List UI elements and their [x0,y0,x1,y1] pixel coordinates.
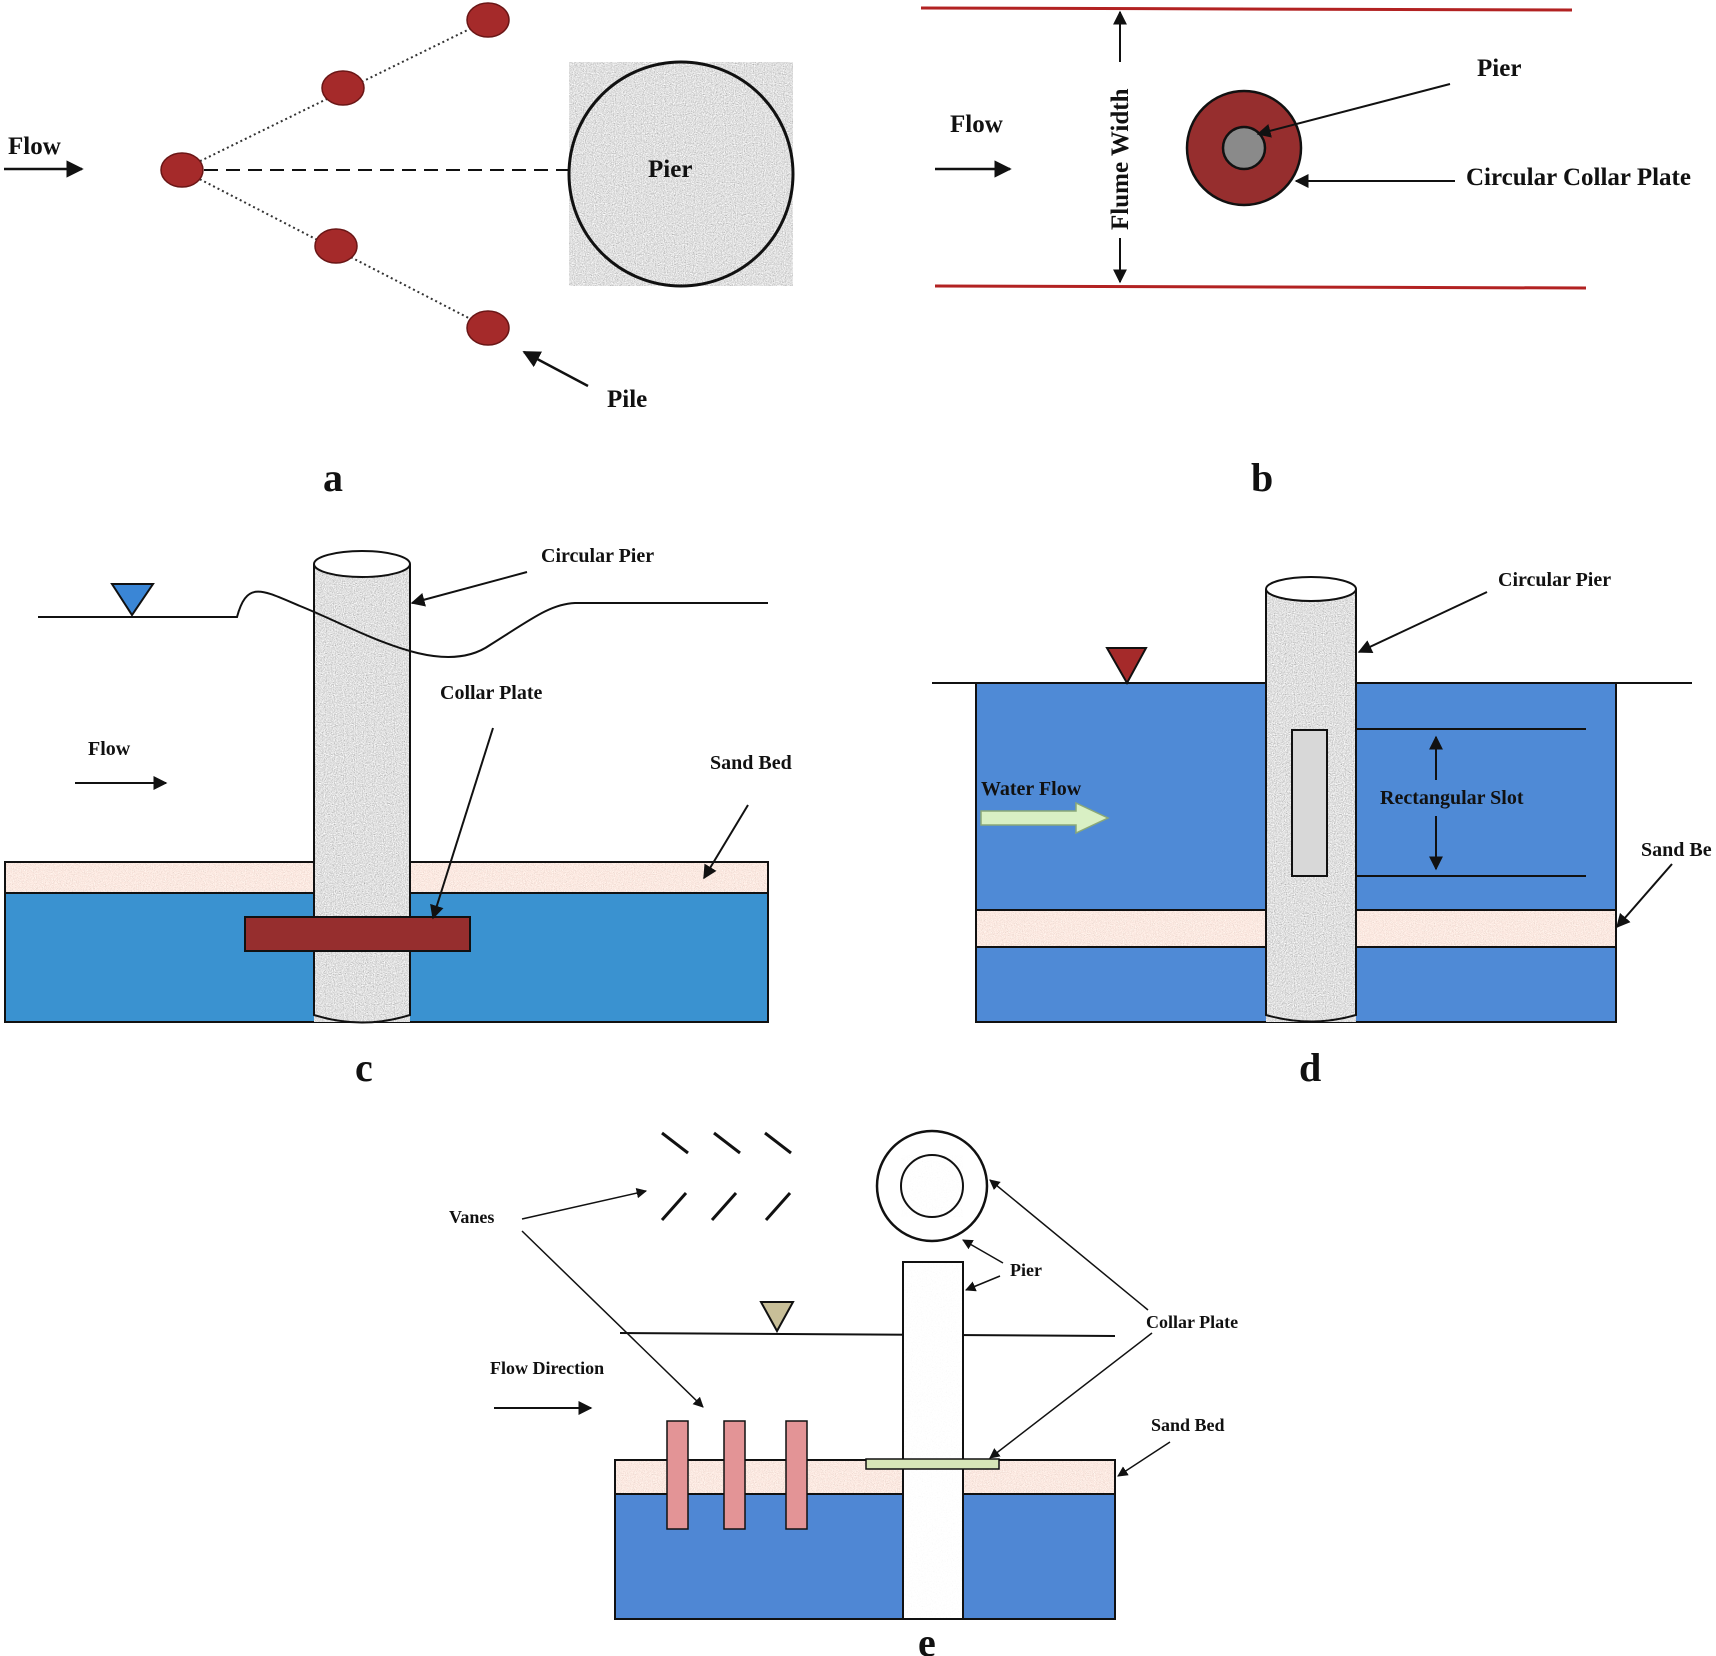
flow-label: Flow [8,133,61,160]
sandbed-pointer [1117,1441,1171,1477]
pile-line [181,169,489,329]
vane-plan [764,1131,792,1155]
vane [723,1420,746,1530]
pile [466,2,510,38]
rectangular-slot [1291,729,1328,877]
panel-c: Circular Pier Collar Plate Flow Sand Bed… [4,545,792,1090]
flow-label: Water Flow [981,778,1082,800]
sandbed-label: Sand Be [1641,839,1712,861]
collar-plate [244,916,471,952]
pier-pointer-plan [962,1239,1004,1264]
pier-outline [567,60,795,288]
pier-outline [313,564,411,1024]
panel-a: Flow Pier Pile a [4,2,795,500]
sandbed-label: Sand Bed [710,752,792,774]
sandbed-pointer [1616,863,1673,929]
panel-letter: c [355,1045,373,1090]
water-region [614,1493,1116,1620]
collar-pointer-plan [989,1179,1149,1311]
pier-plan-outline [900,1154,964,1218]
flume-wall-bottom [934,284,1587,290]
pile [160,152,204,188]
vanes-label: Vanes [449,1207,494,1227]
panel-e: Vanes Pier Collar Plate Flow Direction S… [449,1129,1238,1656]
water-surface [38,590,768,658]
pier-pointer [1256,83,1451,138]
sand-bed [615,1460,1115,1494]
pier-top [1265,576,1357,602]
pier-body [903,1262,963,1619]
flume-width-label: Flume Width [1107,88,1134,230]
water-level-triangle [1105,647,1148,686]
pier-outline [902,1261,964,1620]
pile [466,310,510,346]
collar-plate [865,1458,1000,1470]
panel-letter: d [1299,1045,1321,1090]
panel-letter: a [323,455,343,500]
sand-bed-outline [614,1459,1116,1495]
pile-pointer [522,350,589,388]
water-flow-arrow [980,801,1110,835]
pier-plan [901,1155,963,1217]
collar-pointer-section [989,1332,1153,1459]
water-level-triangle [759,1301,795,1334]
flow-label: Flow [950,111,1003,138]
pile [321,70,365,106]
collar-label: Circular Collar Plate [1466,164,1691,191]
pier-pointer-section [965,1275,1001,1292]
vane-plan [660,1192,688,1221]
pier-circle [569,62,793,286]
vane-plan [764,1192,792,1221]
pier-outline [1265,589,1357,1023]
collar-pointer [430,727,494,920]
pier-label: Pier [1010,1260,1042,1280]
vane-plan [713,1131,741,1155]
pier-label: Pier [648,156,692,183]
slot-label: Rectangular Slot [1380,787,1524,809]
vane [785,1420,808,1530]
pier-circle [1221,125,1267,171]
pile [314,228,358,264]
vane-plan [710,1192,738,1221]
vanes-pointer-section [521,1230,704,1408]
pier-label: Circular Pier [541,545,654,567]
pier-top [313,550,411,578]
flow-label: Flow Direction [490,1358,604,1378]
pier-label: Pier [1477,55,1521,82]
pier-label: Circular Pier [1498,569,1611,591]
flume-wall-top [920,6,1573,12]
pile-label: Pile [607,386,647,413]
panel-letter: e [918,1620,936,1656]
sandbed-label: Sand Bed [1151,1415,1225,1435]
vane [666,1420,689,1530]
flow-label: Flow [88,738,131,760]
panel-letter: b [1251,455,1273,500]
panel-b: Flow Flume Width Pier Circular Collar Pl… [920,6,1691,500]
vanes-pointer-plan [521,1187,648,1220]
vane-plan [661,1131,689,1155]
collar-label: Collar Plate [440,682,543,704]
pier-pointer [410,571,528,607]
sandbed-pointer [703,804,749,880]
water-level-triangle [110,583,155,617]
panel-d: Rectangular Slot Water Flow Circular Pie… [932,569,1712,1090]
pier-pointer [1357,591,1488,653]
collar-label: Collar Plate [1146,1312,1238,1332]
water-surface [619,1332,1116,1337]
